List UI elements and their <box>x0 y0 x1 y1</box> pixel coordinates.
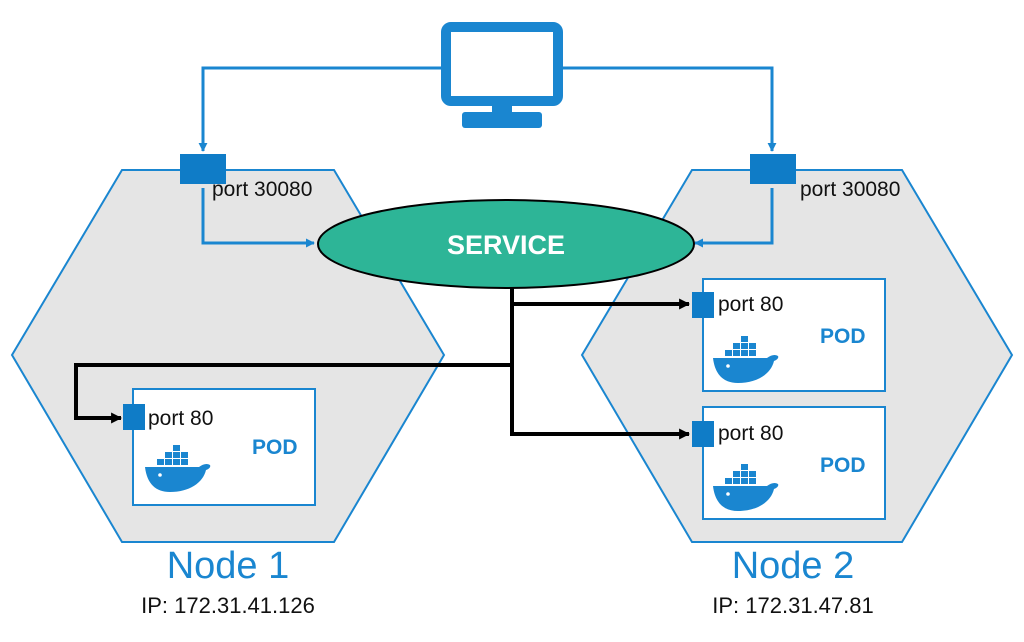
node1-port-to-service-arrow <box>201 188 315 248</box>
pod-port-label: port 80 <box>718 293 783 316</box>
node-1-port-label: port 30080 <box>212 178 312 201</box>
pod-port-label: port 80 <box>718 422 783 445</box>
node-2-title: Node 2 <box>732 545 855 587</box>
pod-label: POD <box>252 436 298 459</box>
pod-port-label: port 80 <box>148 407 213 430</box>
pod-port-block <box>692 292 714 318</box>
pod-port-block <box>123 404 145 430</box>
monitor-icon <box>441 22 563 128</box>
pod-port-block <box>692 421 714 447</box>
service-to-node2-pod2-arrow <box>510 365 691 440</box>
service-label: SERVICE <box>447 230 565 260</box>
node-2-port-label: port 30080 <box>800 178 900 201</box>
pod-label: POD <box>820 454 866 477</box>
service-to-node1-pod-arrow <box>74 282 514 424</box>
client-to-node1-port-arrow <box>198 66 446 152</box>
node-1-pod: port 80 POD <box>123 388 316 506</box>
node-2-pod-2: port 80 POD <box>692 406 886 520</box>
node2-port-to-service-arrow <box>694 188 774 248</box>
node-2-pod-1: port 80 POD <box>692 278 886 392</box>
client-to-node2-port-arrow <box>558 66 777 152</box>
node-1-port-block <box>180 154 226 184</box>
node-1-title: Node 1 <box>167 545 290 587</box>
node-2-port-block <box>750 154 796 184</box>
node-2-ip: IP: 172.31.47.81 <box>712 593 873 618</box>
node-1-ip: IP: 172.31.41.126 <box>141 593 315 618</box>
pod-label: POD <box>820 325 866 348</box>
service-ellipse <box>317 199 695 289</box>
